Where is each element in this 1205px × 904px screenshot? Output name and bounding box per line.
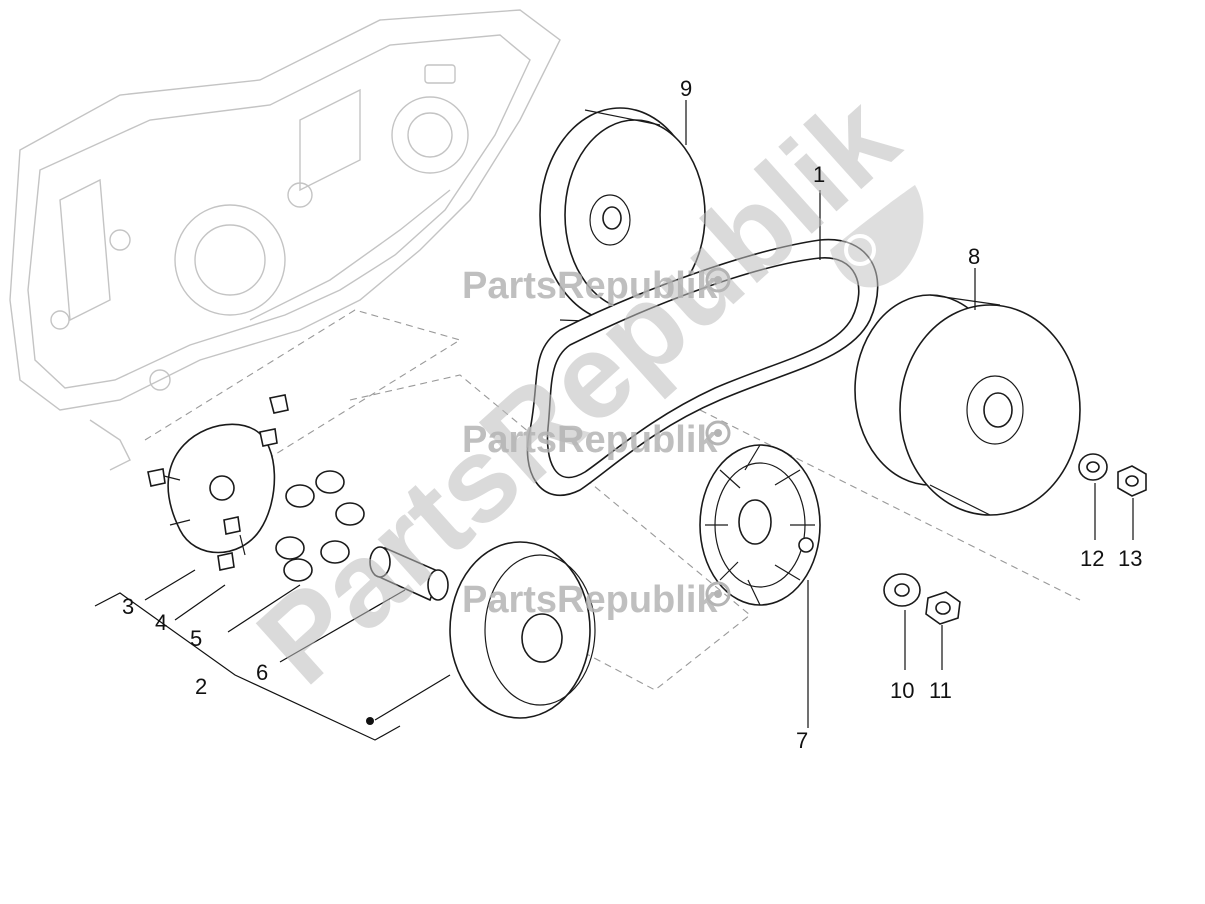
callout-9: 9 — [680, 76, 692, 101]
gear-icon — [705, 267, 731, 293]
crankcase-background — [9, 9, 561, 471]
gear-icon — [705, 420, 731, 446]
part-fan-pulley — [699, 444, 821, 606]
watermark-text-middle: PartsRepublik — [462, 419, 718, 461]
watermark-text-bottom: PartsRepublik — [462, 579, 718, 621]
callout-10: 10 — [890, 678, 914, 703]
callout-7: 7 — [796, 728, 808, 753]
leader-lines — [94, 100, 1134, 741]
part-drive-belt — [526, 238, 879, 497]
part-fasteners — [883, 453, 1147, 625]
part-ramp-plate — [159, 423, 276, 556]
part-driven-pulley — [854, 294, 1081, 516]
callout-13: 13 — [1118, 546, 1142, 571]
callout-5: 5 — [190, 626, 202, 651]
watermark-logo-icon — [830, 185, 924, 288]
reference-dot — [366, 717, 374, 725]
part-roller-weights — [275, 470, 365, 582]
part-bushing-sleeve — [369, 546, 449, 602]
callout-4: 4 — [155, 610, 167, 635]
callout-11: 11 — [929, 678, 952, 703]
gear-icon — [705, 581, 731, 607]
watermark-text-top: PartsRepublik — [462, 265, 718, 307]
callout-1: 1 — [813, 162, 825, 187]
callout-12: 12 — [1080, 546, 1104, 571]
callout-6: 6 — [256, 660, 268, 685]
callout-labels: 1 2 3 4 5 6 7 8 9 10 11 12 13 — [122, 76, 1142, 753]
callout-2: 2 — [195, 674, 207, 699]
part-sliders — [147, 394, 289, 571]
part-variator-sheave — [449, 541, 596, 719]
callout-3: 3 — [122, 594, 134, 619]
callout-8: 8 — [968, 244, 980, 269]
part-clutch-bell — [539, 107, 706, 323]
